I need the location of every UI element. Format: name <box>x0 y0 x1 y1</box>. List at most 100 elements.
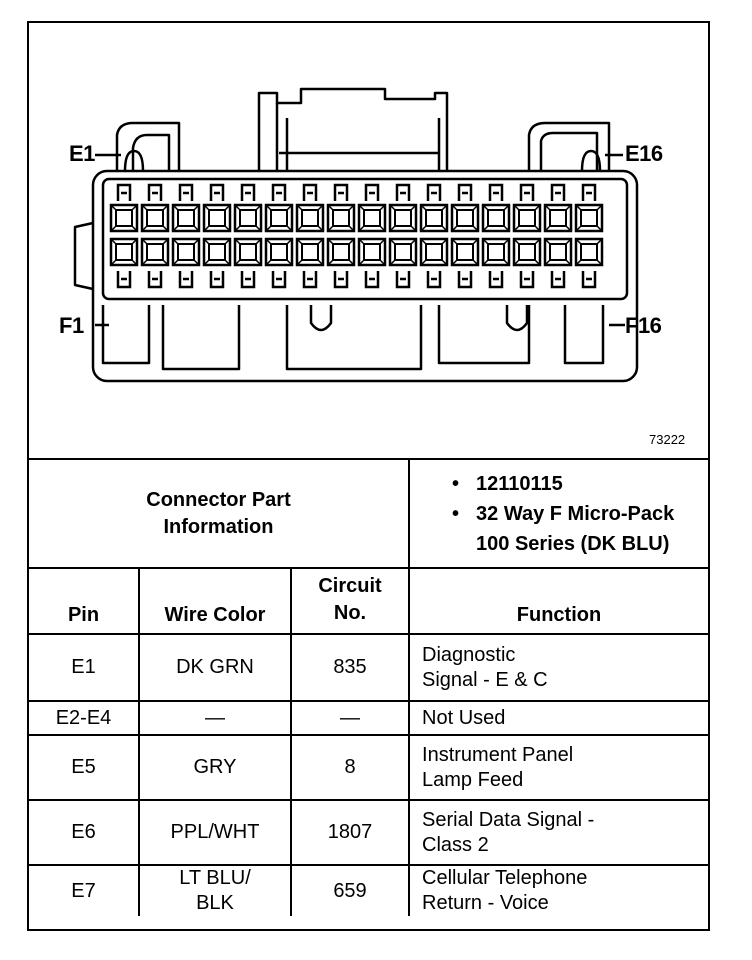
pin-cavity-e6 <box>264 203 294 233</box>
pin-latch-f5 <box>240 271 256 289</box>
pin-latch-e13 <box>488 183 504 201</box>
pin-latch-f13 <box>488 271 504 289</box>
pin-latch-f4 <box>209 271 225 289</box>
pin-cavity-f14 <box>512 237 542 267</box>
pin-latch-e15 <box>550 183 566 201</box>
connector-body <box>91 169 639 383</box>
pin-cell: E1 <box>29 633 140 702</box>
pin-row-e <box>109 183 604 233</box>
function-cell: Not Used <box>408 700 708 736</box>
connector-info-label: Connector Part Information <box>29 460 411 569</box>
pin-latch-e4 <box>209 183 225 201</box>
pin-cavity-e10 <box>388 203 418 233</box>
pin-latch-f6 <box>271 271 287 289</box>
connector-latch <box>257 87 449 171</box>
pin-cavity-e1 <box>109 203 139 233</box>
pin-cavity-e2 <box>140 203 170 233</box>
pin-latch-e12 <box>457 183 473 201</box>
pin-cavity-f1 <box>109 237 139 267</box>
pin-cell: E5 <box>29 734 140 801</box>
wire-color-cell: PPL/WHT <box>138 799 292 866</box>
pin-latch-e16 <box>581 183 597 201</box>
pin-cavity-e14 <box>512 203 542 233</box>
pin-cavity-f10 <box>388 237 418 267</box>
pin-label-f1: F1 <box>59 313 84 338</box>
pin-cavity-f13 <box>481 237 511 267</box>
pin-cavity-e16 <box>574 203 604 233</box>
pin-cavity-e3 <box>171 203 201 233</box>
figure-number: 73222 <box>649 432 686 447</box>
pin-cavity-f12 <box>450 237 480 267</box>
connector-description: 32 Way F Micro-Pack 100 Series (DK BLU) <box>452 499 702 559</box>
pin-cavity-f11 <box>419 237 449 267</box>
pin-latch-f11 <box>426 271 442 289</box>
connector-info-row: Connector Part Information 12110115 32 W… <box>29 460 708 569</box>
connector-table: Connector Part Information 12110115 32 W… <box>29 460 708 916</box>
pin-latch-f10 <box>395 271 411 289</box>
pin-latch-f12 <box>457 271 473 289</box>
pin-cavity-f4 <box>202 237 232 267</box>
pin-cavity-f7 <box>295 237 325 267</box>
pin-cavity-f2 <box>140 237 170 267</box>
header-function: Function <box>408 567 708 635</box>
wire-color-cell: GRY <box>138 734 292 801</box>
pin-latch-f3 <box>178 271 194 289</box>
pin-cavity-f5 <box>233 237 263 267</box>
pin-cavity-f6 <box>264 237 294 267</box>
header-wire-color: Wire Color <box>138 567 292 635</box>
pin-latch-e7 <box>302 183 318 201</box>
wire-color-cell: DK GRN <box>138 633 292 702</box>
pin-cavity-f16 <box>574 237 604 267</box>
function-cell: Serial Data Signal - Class 2 <box>408 799 708 866</box>
pin-label-f16: F16 <box>625 313 662 338</box>
pin-cavity-e11 <box>419 203 449 233</box>
circuit-cell: 1807 <box>289 799 411 866</box>
table-row: E1 DK GRN 835 Diagnostic Signal - E & C <box>29 633 708 702</box>
circuit-cell: 835 <box>289 633 411 702</box>
pin-cavity-e12 <box>450 203 480 233</box>
pin-latch-e9 <box>364 183 380 201</box>
left-tab <box>115 121 181 171</box>
pin-cavity-e5 <box>233 203 263 233</box>
pin-latch-e11 <box>426 183 442 201</box>
pin-latch-f15 <box>550 271 566 289</box>
connector-drawing <box>73 87 639 383</box>
function-cell: Instrument Panel Lamp Feed <box>408 734 708 801</box>
function-cell: Cellular Telephone Return - Voice <box>408 864 708 916</box>
pin-cavity-e13 <box>481 203 511 233</box>
pin-cavity-f8 <box>326 237 356 267</box>
table-row: E7 LT BLU/ BLK 659 Cellular Telephone Re… <box>29 864 708 916</box>
table-row: E2-E4 — — Not Used <box>29 700 708 736</box>
connector-info-list: 12110115 32 Way F Micro-Pack 100 Series … <box>408 460 708 569</box>
pin-latch-f9 <box>364 271 380 289</box>
pin-cavity-e7 <box>295 203 325 233</box>
circuit-cell: — <box>289 700 411 736</box>
table-row: E5 GRY 8 Instrument Panel Lamp Feed <box>29 734 708 801</box>
table-row: E6 PPL/WHT 1807 Serial Data Signal - Cla… <box>29 799 708 866</box>
header-circuit: Circuit No. <box>289 567 411 635</box>
pin-cavity-e4 <box>202 203 232 233</box>
pin-row-f <box>109 237 604 289</box>
wire-color-cell: — <box>138 700 292 736</box>
wire-color-cell: LT BLU/ BLK <box>138 864 292 916</box>
right-tab <box>527 121 611 171</box>
pin-latch-f8 <box>333 271 349 289</box>
pin-cell: E7 <box>29 864 140 916</box>
pin-latch-f16 <box>581 271 597 289</box>
pin-latch-e6 <box>271 183 287 201</box>
connector-sheet: E1 E16 F1 F16 73222 Connector Part Infor… <box>27 21 710 931</box>
circuit-cell: 659 <box>289 864 411 916</box>
function-cell: Diagnostic Signal - E & C <box>408 633 708 702</box>
pin-cavity-f3 <box>171 237 201 267</box>
pin-latch-e2 <box>147 183 163 201</box>
connector-diagram: E1 E16 F1 F16 73222 <box>29 23 708 460</box>
pin-cell: E6 <box>29 799 140 866</box>
pin-latch-f2 <box>147 271 163 289</box>
pin-latch-f1 <box>116 271 132 289</box>
table-header-row: Pin Wire Color Circuit No. Function <box>29 567 708 635</box>
pin-cavity-e8 <box>326 203 356 233</box>
pin-cavity-f9 <box>357 237 387 267</box>
pin-latch-e5 <box>240 183 256 201</box>
pin-latch-e14 <box>519 183 535 201</box>
header-pin: Pin <box>29 567 140 635</box>
